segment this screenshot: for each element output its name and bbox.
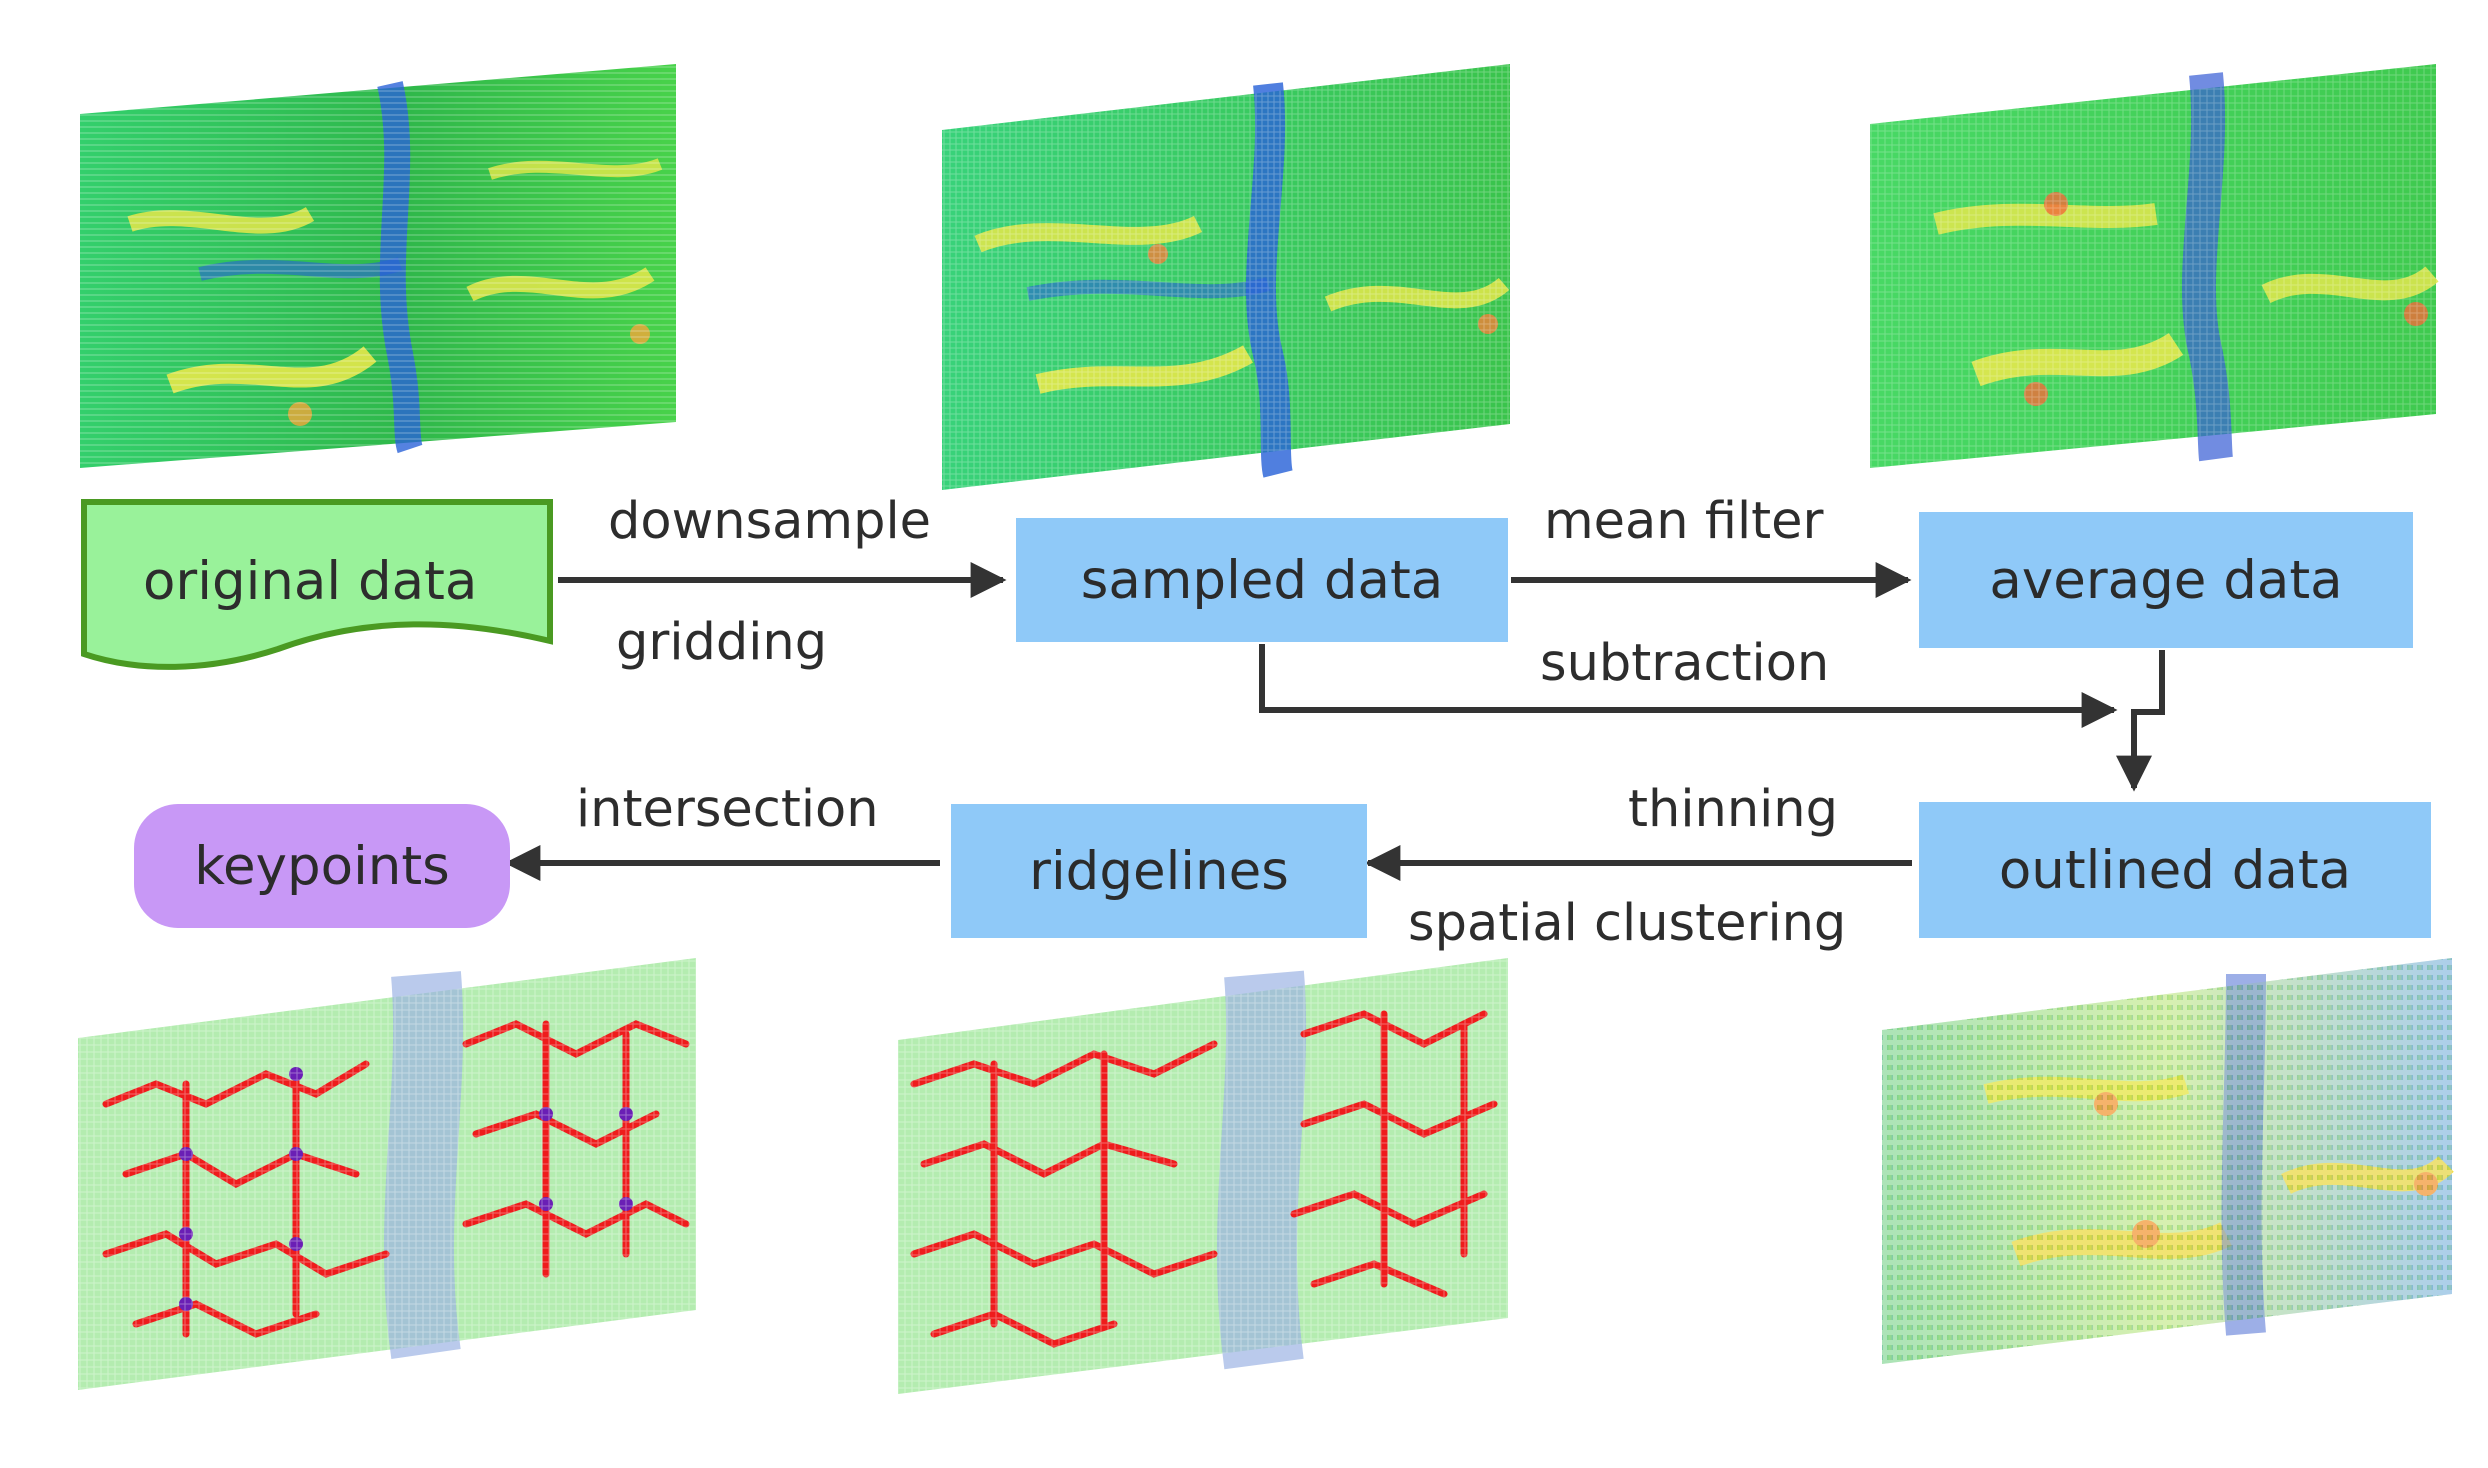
ridgelines-on-terrain <box>898 958 1508 1394</box>
ridgelines-with-keypoints <box>78 958 696 1390</box>
arrow-average-to-outlined <box>2116 650 2165 792</box>
arrow-subtraction <box>1259 644 2118 728</box>
outlined-terrain <box>1882 958 2454 1364</box>
terrain-average-heatmap <box>1870 64 2439 468</box>
node-outlined-data: outlined data <box>1919 802 2431 938</box>
node-keypoints: keypoints <box>134 804 510 928</box>
label-gridding: gridding <box>616 613 828 672</box>
node-ridgelines: ridgelines <box>951 804 1367 938</box>
label-thinning: thinning <box>1628 780 1839 839</box>
label-spatial-clustering: spatial clustering <box>1408 894 1847 953</box>
figure-frame: original data sampled data average data … <box>28 44 2464 1400</box>
node-original-data: original data <box>143 551 478 612</box>
node-sampled-data: sampled data <box>1016 518 1508 642</box>
terrain-sampled-heatmap <box>942 64 1510 490</box>
flow-diagram <box>81 499 2165 881</box>
terrain-original-heatmap <box>80 64 676 468</box>
original-data-shape <box>81 499 553 670</box>
label-downsample: downsample <box>608 492 932 551</box>
label-intersection: intersection <box>576 780 879 839</box>
label-subtraction: subtraction <box>1540 634 1830 693</box>
node-average-data: average data <box>1919 512 2413 648</box>
label-mean-filter: mean filter <box>1544 492 1824 551</box>
